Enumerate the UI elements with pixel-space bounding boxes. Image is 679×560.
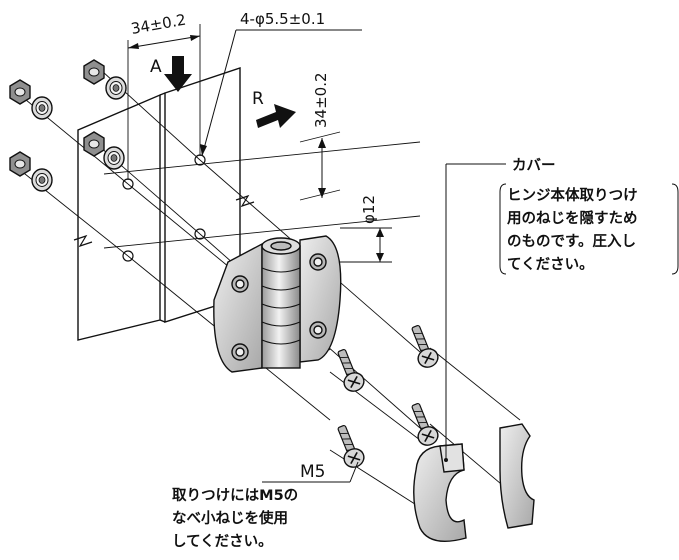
hinge-body <box>213 235 342 373</box>
dim-holes-label: 4-φ5.5±0.1 <box>240 10 325 28</box>
cover-note-line-3: のものです。圧入し <box>507 233 636 250</box>
screw-note-line-2: なべ小ねじを使用 <box>172 509 288 527</box>
cover-note-line-1: ヒンジ本体取りつけ <box>507 186 638 204</box>
dim-pitch-horizontal-label: 34±0.2 <box>130 11 188 38</box>
hinge-covers <box>413 423 535 542</box>
cover-note-line-2: 用のねじを隠すため <box>507 209 638 227</box>
view-r-label: R <box>252 89 264 109</box>
cover-callout: カバー ヒンジ本体取りつけ 用のねじを隠すため のものです。圧入し てください。 <box>444 157 679 462</box>
view-arrow-a: A <box>150 56 192 92</box>
mounting-screws <box>331 321 442 471</box>
dim-pitch-vertical-label: 34±0.2 <box>312 72 330 128</box>
screw-size-label: M5 <box>300 462 325 482</box>
dim-pitch-vertical: 34±0.2 <box>299 72 341 201</box>
screw-note-line-1: 取りつけにはM5の <box>172 487 298 504</box>
screw-callout: M5 取りつけにはM5の なべ小ねじを使用 してください。 <box>172 461 359 550</box>
dim-diameter-label: φ12 <box>360 195 378 224</box>
dim-diameter: φ12 <box>360 195 384 262</box>
view-arrow-r: R <box>252 89 296 128</box>
dim-holes: 4-φ5.5±0.1 <box>200 10 362 157</box>
cover-note-line-4: てください。 <box>507 256 594 273</box>
screw-note-line-3: してください。 <box>172 533 273 550</box>
view-a-label: A <box>150 57 162 77</box>
cover-title: カバー <box>512 157 556 174</box>
